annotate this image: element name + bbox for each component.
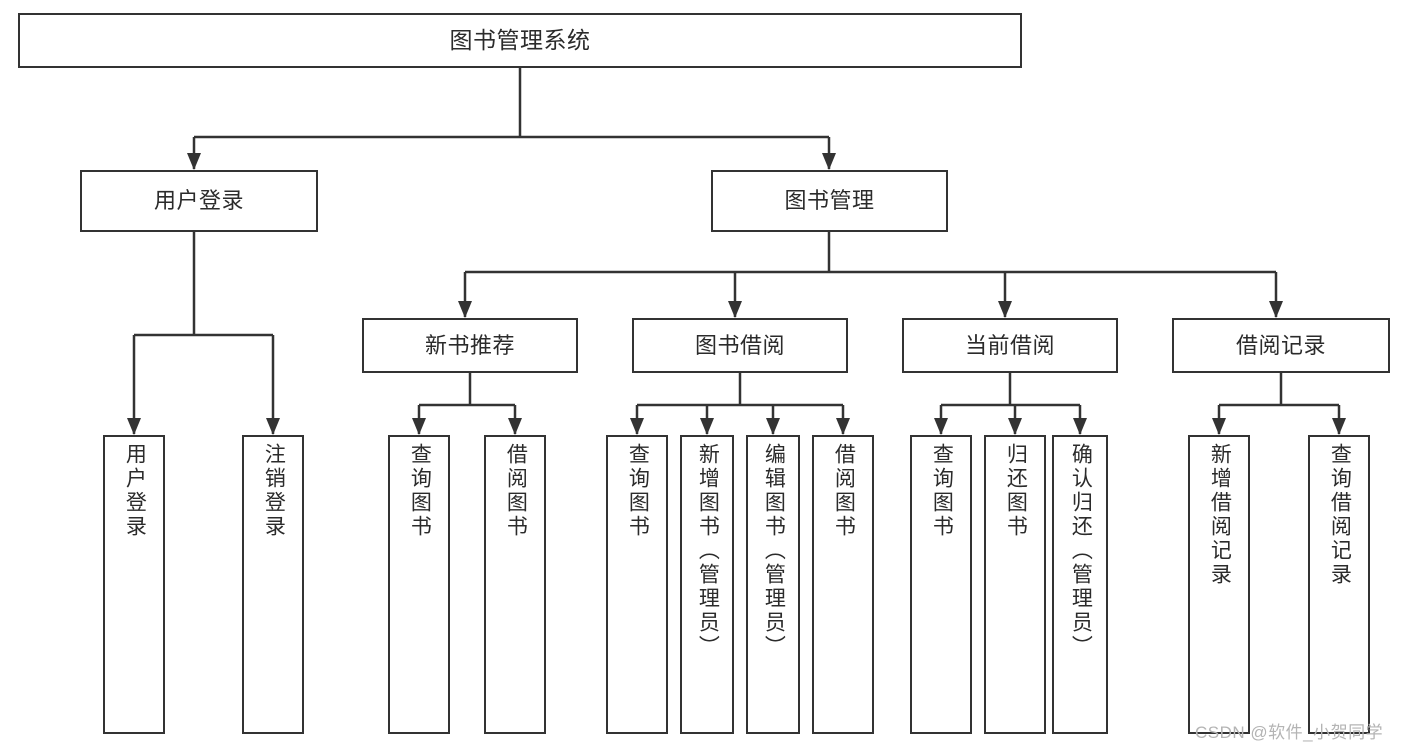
arrow-head-icon — [822, 153, 836, 170]
node-label: 注销登录 — [262, 443, 286, 539]
arrow-head-icon — [836, 418, 850, 435]
arrow-head-icon — [766, 418, 780, 435]
node-current-borrow[interactable]: 当前借阅 — [902, 318, 1118, 373]
arrow-head-icon — [1269, 301, 1283, 318]
node-leaf-add-book-admin[interactable]: 新增图书（管理员） — [680, 435, 734, 734]
node-label: 查询图书 — [408, 443, 432, 539]
node-new-book-recommend[interactable]: 新书推荐 — [362, 318, 578, 373]
node-leaf-logout-login[interactable]: 注销登录 — [242, 435, 304, 734]
arrow-head-icon — [1212, 418, 1226, 435]
arrow-head-icon — [998, 301, 1012, 318]
node-label: 新增借阅记录 — [1208, 443, 1232, 587]
arrow-head-icon — [266, 418, 280, 435]
node-label: 归还图书 — [1004, 443, 1028, 539]
node-leaf-confirm-return-admin[interactable]: 确认归还（管理员） — [1052, 435, 1108, 734]
node-root[interactable]: 图书管理系统 — [18, 13, 1022, 68]
node-label: 用户登录 — [153, 188, 244, 214]
node-label: 编辑图书（管理员） — [762, 443, 786, 659]
node-label: 借阅记录 — [1235, 332, 1326, 358]
node-borrow-record[interactable]: 借阅记录 — [1172, 318, 1390, 373]
arrow-head-icon — [1008, 418, 1022, 435]
node-label: 图书借阅 — [694, 332, 785, 358]
node-label: 图书管理系统 — [449, 26, 591, 53]
arrow-head-icon — [508, 418, 522, 435]
node-user-login[interactable]: 用户登录 — [80, 170, 318, 232]
arrow-head-icon — [1332, 418, 1346, 435]
node-label: 当前借阅 — [964, 332, 1055, 358]
node-book-manage[interactable]: 图书管理 — [711, 170, 948, 232]
arrow-head-icon — [412, 418, 426, 435]
node-leaf-query-book-3[interactable]: 查询图书 — [910, 435, 972, 734]
node-leaf-add-borrow-record[interactable]: 新增借阅记录 — [1188, 435, 1250, 734]
watermark-label: CSDN @软件_小贺同学 — [1195, 723, 1384, 742]
arrow-head-icon — [1073, 418, 1087, 435]
node-leaf-return-book[interactable]: 归还图书 — [984, 435, 1046, 734]
node-label: 图书管理 — [784, 188, 875, 214]
node-label: 确认归还（管理员） — [1069, 443, 1093, 659]
arrow-head-icon — [630, 418, 644, 435]
node-leaf-borrow-book-1[interactable]: 借阅图书 — [484, 435, 546, 734]
node-label: 查询图书 — [930, 443, 954, 539]
node-label: 借阅图书 — [504, 443, 528, 539]
node-leaf-query-book-2[interactable]: 查询图书 — [606, 435, 668, 734]
node-leaf-edit-book-admin[interactable]: 编辑图书（管理员） — [746, 435, 800, 734]
arrow-head-icon — [728, 301, 742, 318]
arrow-head-icon — [458, 301, 472, 318]
node-leaf-query-borrow-record[interactable]: 查询借阅记录 — [1308, 435, 1370, 734]
node-book-borrow[interactable]: 图书借阅 — [632, 318, 848, 373]
arrow-head-icon — [127, 418, 141, 435]
node-leaf-query-book-1[interactable]: 查询图书 — [388, 435, 450, 734]
node-leaf-user-login[interactable]: 用户登录 — [103, 435, 165, 734]
arrow-head-icon — [700, 418, 714, 435]
node-label: 查询借阅记录 — [1328, 443, 1352, 587]
node-label: 新书推荐 — [424, 332, 515, 358]
node-label: 用户登录 — [123, 443, 147, 539]
node-label: 借阅图书 — [832, 443, 856, 539]
node-label: 查询图书 — [626, 443, 650, 539]
node-leaf-borrow-book-2[interactable]: 借阅图书 — [812, 435, 874, 734]
node-label: 新增图书（管理员） — [696, 443, 720, 659]
arrow-head-icon — [934, 418, 948, 435]
arrow-head-icon — [187, 153, 201, 170]
